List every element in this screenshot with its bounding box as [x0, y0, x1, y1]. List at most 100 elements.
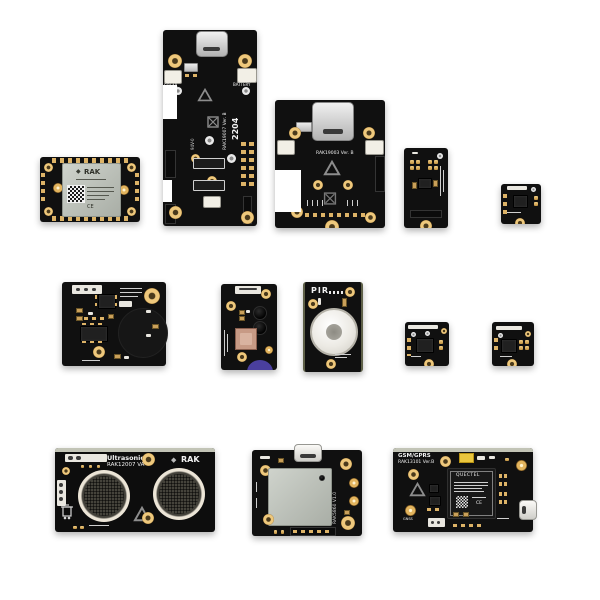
chip-qr-code	[456, 496, 468, 508]
edge-half-hole	[325, 220, 339, 228]
solder-pad	[416, 160, 420, 164]
tiny-module-board	[405, 322, 449, 366]
test-point	[313, 180, 323, 190]
label-microtext	[87, 187, 114, 188]
smd-component	[344, 510, 350, 515]
smd-component	[76, 308, 83, 313]
edge-half-hole	[420, 220, 432, 228]
connector-pins	[293, 530, 333, 533]
ir-sensor-board	[221, 284, 277, 370]
connector-strip	[507, 186, 527, 190]
test-point	[498, 333, 503, 338]
solder-pad	[525, 340, 529, 344]
sensor-window	[240, 333, 252, 345]
board-notch	[275, 170, 301, 212]
test-point	[265, 346, 273, 354]
mounting-hole	[238, 54, 252, 68]
sensor-chip	[513, 195, 528, 208]
ic-pins	[115, 295, 117, 306]
model-marking: RAK19003 Ver. B	[316, 151, 354, 156]
quectel-cellular-chip: QUECTEL CE	[447, 468, 496, 519]
silkscreen-microtext	[352, 200, 353, 206]
mounting-hole	[127, 163, 136, 172]
mounting-hole	[345, 287, 355, 297]
mounting-hole	[363, 127, 375, 139]
rak-logo-icon: ◆	[171, 456, 177, 464]
mounting-hole	[260, 465, 271, 476]
solder-pad	[281, 530, 284, 534]
solder-pad	[519, 346, 523, 350]
model-label: RAK12007 VA	[107, 462, 145, 468]
pir-fresnel-dome	[310, 308, 358, 356]
mounting-hole	[44, 163, 53, 172]
weee-bin-icon	[61, 504, 73, 520]
ce-mark: CE	[476, 501, 482, 506]
pin-header	[504, 474, 507, 487]
usb-c-port	[312, 102, 354, 141]
transducer-mesh	[159, 474, 199, 514]
solder-pad	[439, 346, 443, 350]
smd-component	[88, 312, 93, 315]
radar-sensor-board	[62, 282, 168, 366]
micro-usb-port	[519, 500, 537, 520]
edge-half-hole	[507, 359, 517, 366]
connector-slot	[431, 521, 434, 524]
solder-pad	[73, 526, 77, 529]
solder-pad	[525, 346, 529, 350]
pin-header	[504, 492, 507, 505]
solder-pad	[274, 530, 277, 534]
mounting-hole	[441, 328, 447, 334]
castellated-pads	[41, 173, 45, 205]
antenna-ufl-connector	[53, 183, 63, 193]
solar-connector	[277, 140, 295, 155]
qr-code	[67, 185, 85, 203]
model-marking: RAK19007 Ver. B	[223, 112, 228, 150]
silkscreen-microtext	[507, 212, 521, 213]
silkscreen-microtext	[312, 200, 313, 206]
label-microtext	[87, 199, 105, 200]
silkscreen-microtext	[322, 200, 323, 206]
model-marking: RAK5860 V1.0	[333, 491, 338, 524]
mounting-hole	[341, 516, 355, 530]
mounting-hole	[340, 458, 352, 470]
mounting-hole	[289, 127, 301, 139]
sensor-chip	[418, 178, 432, 189]
solder-pads	[407, 338, 411, 356]
silkscreen-microtext	[357, 200, 358, 206]
silkscreen-microtext	[120, 288, 142, 289]
connector-strip	[65, 454, 107, 462]
triangle-logo-icon	[197, 87, 213, 102]
silkscreen-microtext	[227, 334, 228, 352]
tiny-module-board	[501, 184, 541, 224]
rak19003-board: RAK19003 Ver. B	[275, 100, 385, 228]
board-top-edge	[55, 448, 215, 452]
silkscreen-microtext	[440, 166, 441, 196]
smd-component	[146, 334, 151, 337]
antenna-ufl-connector	[516, 460, 527, 471]
test-point	[174, 87, 182, 95]
solder-pad	[81, 465, 84, 468]
ultrasonic-transducer	[153, 468, 205, 520]
mounting-hole	[62, 467, 70, 475]
rf-shield	[268, 468, 332, 526]
test-point	[242, 87, 250, 95]
io-pads-column	[241, 142, 246, 190]
solder-pad	[80, 526, 84, 529]
smd-component	[477, 456, 485, 460]
small-sensor-module-board	[404, 148, 448, 228]
solder-pad	[519, 340, 523, 344]
tantalum-capacitor	[459, 453, 474, 463]
mounting-hole	[326, 359, 336, 369]
antenna-ufl-connector	[349, 496, 359, 506]
smd-component	[246, 310, 250, 313]
pir-label: PIR	[311, 286, 329, 295]
connector-slot	[76, 288, 80, 291]
ic-chip	[429, 496, 441, 506]
smd-component	[412, 152, 418, 154]
ir-sensor-element	[235, 328, 257, 350]
silkscreen-microtext	[82, 360, 100, 361]
solder-pads	[503, 194, 507, 216]
connector-strip	[408, 325, 438, 329]
micro-usb-port	[294, 444, 322, 462]
radar-antenna-area	[118, 308, 168, 358]
